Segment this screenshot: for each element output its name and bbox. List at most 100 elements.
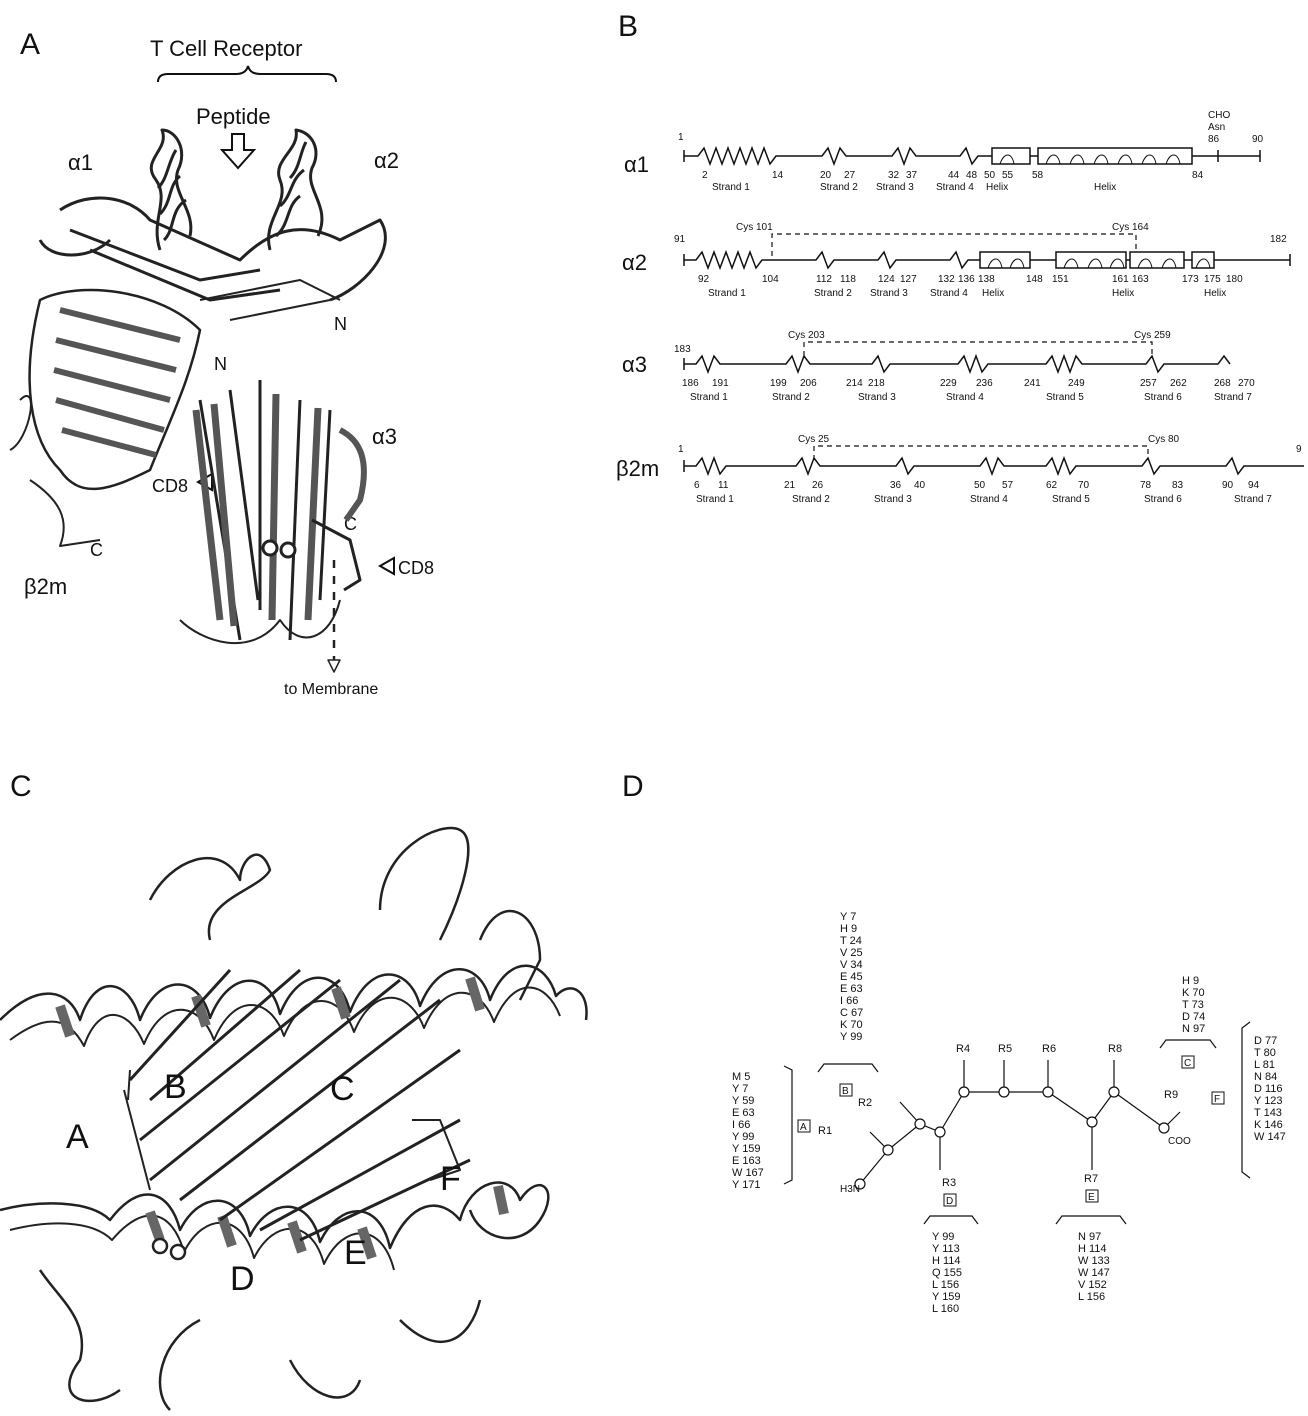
pocket-residue: H 9 <box>1182 975 1199 987</box>
cd8-label-right: CD8 <box>398 558 434 578</box>
segment-name: Strand 4 <box>930 288 968 299</box>
pocket-residue: T 73 <box>1182 999 1204 1011</box>
pocket-residue: W 167 <box>732 1167 764 1179</box>
pocket-f-label: F <box>440 1160 461 1198</box>
cys-label: Cys 25 <box>798 434 830 445</box>
residue-label: R4 <box>956 1043 970 1055</box>
segment-name: Strand 7 <box>1214 392 1252 403</box>
residue-number: 270 <box>1238 378 1255 389</box>
pocket-residue: Y 99 <box>840 1031 862 1043</box>
pocket-c-box-label: C <box>1184 1058 1191 1069</box>
residue-numbers: 6 11 21 26 36 40 50 57 62 70 78 83 90 94 <box>694 480 1260 491</box>
residue-number: 44 <box>948 170 960 181</box>
pocket-residue: Y 7 <box>840 911 856 923</box>
n-terminus-label: H3N <box>840 1184 860 1195</box>
residue-node <box>1043 1087 1053 1097</box>
residue-label: R2 <box>858 1097 872 1109</box>
disulfide-bond <box>804 342 1152 356</box>
residue-number: 163 <box>1132 274 1149 285</box>
pocket-residue: D 74 <box>1182 1011 1205 1023</box>
residue-node <box>935 1127 945 1137</box>
pocket-residue: Y 59 <box>732 1095 754 1107</box>
pocket-residue: Y 159 <box>732 1143 761 1155</box>
pocket-a-box-label: A <box>800 1122 807 1133</box>
residue-number: 6 <box>694 480 700 491</box>
pocket-residue: Q 155 <box>932 1267 962 1279</box>
end-number: 182 <box>1270 234 1287 245</box>
residue-number: 20 <box>820 170 832 181</box>
pocket-c-group: C H 9 K 70 T 73 D 74 N 97 <box>1160 975 1216 1069</box>
panel-d-peptide-pockets: R1 R2 R3 R4 R5 R6 R7 R8 R9 H3N COO A M 5… <box>700 880 1308 1340</box>
pocket-residue: V 152 <box>1078 1279 1107 1291</box>
residue-number: 262 <box>1170 378 1187 389</box>
segment-name: Strand 4 <box>946 392 984 403</box>
cd8-right-arrow-icon <box>380 558 394 574</box>
pocket-c-residues: H 9 K 70 T 73 D 74 N 97 <box>1182 975 1205 1035</box>
pocket-residue: W 147 <box>1078 1267 1110 1279</box>
panel-label-c: C <box>10 770 32 804</box>
residue-number: 36 <box>890 480 902 491</box>
residue-number: 57 <box>1002 480 1014 491</box>
pocket-residue: E 63 <box>732 1107 755 1119</box>
pocket-b-label: B <box>164 1068 187 1106</box>
pocket-e-label: E <box>344 1234 367 1272</box>
residue-number: 118 <box>840 274 856 285</box>
pocket-f-residues: D 77 T 80 L 81 N 84 D 116 Y 123 T 143 K … <box>1254 1035 1286 1143</box>
residue-number: 136 <box>958 274 975 285</box>
residue-number: 78 <box>1140 480 1152 491</box>
pocket-residue: E 163 <box>732 1155 761 1167</box>
segment-name: Strand 4 <box>970 494 1008 505</box>
pocket-residue: D 116 <box>1254 1083 1283 1095</box>
segment-name: Helix <box>1112 288 1134 299</box>
alpha2-chain-trace <box>684 252 980 268</box>
residue-node <box>959 1087 969 1097</box>
pocket-residue: Y 113 <box>932 1243 960 1255</box>
pocket-residue: Y 99 <box>732 1131 754 1143</box>
helix-box <box>980 252 1030 268</box>
segment-names: Strand 1 Strand 2 Strand 3 Strand 4 Heli… <box>712 182 1116 193</box>
cho-label: CHO <box>1208 110 1230 121</box>
residue-number: 83 <box>1172 480 1184 491</box>
residue-number: 124 <box>878 274 895 285</box>
segment-name: Strand 5 <box>1046 392 1084 403</box>
residue-number: 249 <box>1068 378 1085 389</box>
pocket-residue: I 66 <box>840 995 858 1007</box>
cd8-label-left: CD8 <box>152 476 188 496</box>
b2m-label: β2m <box>24 574 67 599</box>
residue-label: R6 <box>1042 1043 1056 1055</box>
pocket-residue: Y 171 <box>732 1179 761 1191</box>
pocket-residue: H 114 <box>1078 1243 1107 1255</box>
pocket-residue: V 25 <box>840 947 863 959</box>
panel-b-topology: α1 1 CHO Asn 86 90 2 14 20 27 32 37 44 4… <box>600 90 1308 530</box>
topology-row-b2m: β2m 1 Cys 25 Cys 80 9 6 11 21 26 36 40 5… <box>616 434 1304 505</box>
residue-node <box>999 1087 1009 1097</box>
pocket-residue: Y 99 <box>932 1231 954 1243</box>
residue-node <box>1109 1087 1119 1097</box>
residue-number: 40 <box>914 480 926 491</box>
alpha3-label: α3 <box>372 424 397 449</box>
alpha1-chain-trace <box>684 148 992 164</box>
pocket-residue: K 146 <box>1254 1119 1283 1131</box>
start-number: 183 <box>674 344 691 355</box>
pocket-residue: W 133 <box>1078 1255 1110 1267</box>
segment-name: Strand 1 <box>696 494 734 505</box>
pocket-residue: D 77 <box>1254 1035 1277 1047</box>
pocket-f-group: F D 77 T 80 L 81 N 84 D 116 Y 123 T 143 … <box>1212 1022 1286 1178</box>
end-number: 90 <box>1252 134 1264 145</box>
b2m-chain-trace <box>684 458 1304 474</box>
residue-number: 180 <box>1226 274 1243 285</box>
pocket-residue: H 114 <box>932 1255 961 1267</box>
residue-number: 37 <box>906 170 918 181</box>
pocket-residue: L 160 <box>932 1303 959 1315</box>
pocket-residue: L 156 <box>932 1279 959 1291</box>
residue-node <box>915 1119 925 1129</box>
residue-node <box>883 1145 893 1155</box>
residue-number: 50 <box>974 480 986 491</box>
segment-name: Strand 2 <box>772 392 810 403</box>
pocket-residue: I 66 <box>732 1119 750 1131</box>
tcr-label: T Cell Receptor <box>150 36 302 61</box>
residue-number: 229 <box>940 378 957 389</box>
alpha1-label: α1 <box>68 150 93 175</box>
residue-numbers: 2 14 20 27 32 37 44 48 50 55 58 84 <box>702 170 1204 181</box>
start-number: 1 <box>678 444 684 455</box>
